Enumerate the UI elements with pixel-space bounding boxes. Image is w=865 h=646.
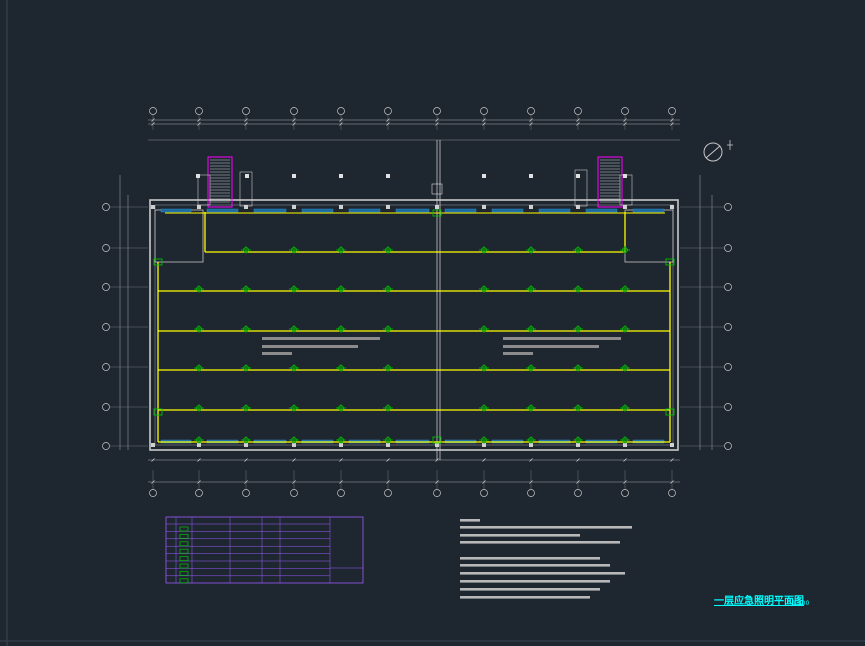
grid-axis-left [102, 203, 148, 450]
axis-bubble [724, 403, 732, 411]
axis-bubble [102, 403, 110, 411]
axis-bubble [337, 489, 345, 497]
legend-symbol-icon [179, 556, 189, 561]
axis-bubble [102, 323, 110, 331]
axis-bubble [480, 107, 488, 115]
axis-bubble [384, 489, 392, 497]
axis-bubble [724, 323, 732, 331]
axis-bubble [621, 107, 629, 115]
axis-bubble [668, 107, 676, 115]
axis-bubble [724, 283, 732, 291]
legend-symbol-icon [179, 563, 189, 569]
axis-bubble [242, 489, 250, 497]
legend-symbol-icon [179, 526, 189, 532]
axis-bubble [290, 107, 298, 115]
north-arrow-icon [703, 140, 733, 162]
axis-bubble [668, 489, 676, 497]
axis-bubble [724, 363, 732, 371]
axis-bubble [195, 107, 203, 115]
legend-table [165, 516, 364, 584]
axis-bubble [149, 107, 157, 115]
axis-bubble [384, 107, 392, 115]
legend-symbol-icon [179, 541, 189, 547]
structural-columns [151, 205, 674, 447]
axis-bubble [337, 107, 345, 115]
area-labels-left [262, 337, 380, 355]
axis-bubble [433, 107, 441, 115]
axis-bubble [195, 489, 203, 497]
exit-sign-icon [665, 408, 675, 416]
drawing-title: 一层应急照明平面图 [714, 596, 804, 607]
axis-bubble [621, 489, 629, 497]
axis-bubble [480, 489, 488, 497]
exit-sign-icon [432, 209, 442, 217]
axis-bubble [433, 489, 441, 497]
axis-bubble [724, 442, 732, 450]
window-strips [160, 208, 665, 444]
axis-bubble [102, 244, 110, 252]
legend-symbol-icon [179, 534, 189, 539]
legend-symbol-icon [179, 578, 189, 584]
design-notes-block [460, 519, 632, 599]
drawing-scale: 1:200 [792, 600, 810, 607]
axis-bubble [242, 107, 250, 115]
building-walls [149, 140, 679, 460]
axis-bubble [102, 363, 110, 371]
legend-symbol-icon [179, 571, 189, 576]
top-marks [196, 174, 627, 195]
exit-sign-icon [153, 258, 163, 266]
axis-bubble [527, 107, 535, 115]
legend-symbol-icon [179, 548, 189, 554]
axis-bubble [102, 442, 110, 450]
exit-sign-icon [432, 436, 442, 444]
axis-bubble [149, 489, 157, 497]
axis-bubble [102, 203, 110, 211]
grid-axis-top [149, 107, 676, 130]
dimension-lines [119, 118, 713, 484]
emergency-lighting-circuits [157, 212, 671, 443]
axis-bubble [527, 489, 535, 497]
grid-axis-right [680, 203, 732, 450]
exit-sign-icon [665, 258, 675, 266]
axis-bubble [574, 489, 582, 497]
emergency-light-fixtures [153, 209, 675, 444]
axis-bubble [574, 107, 582, 115]
axis-bubble [102, 283, 110, 291]
grid-axis-bottom [149, 470, 676, 497]
axis-bubble [724, 244, 732, 252]
axis-bubble [290, 489, 298, 497]
exit-sign-icon [153, 408, 163, 416]
room-outline [574, 169, 588, 207]
axis-bubble [724, 203, 732, 211]
area-labels-right [503, 337, 621, 355]
